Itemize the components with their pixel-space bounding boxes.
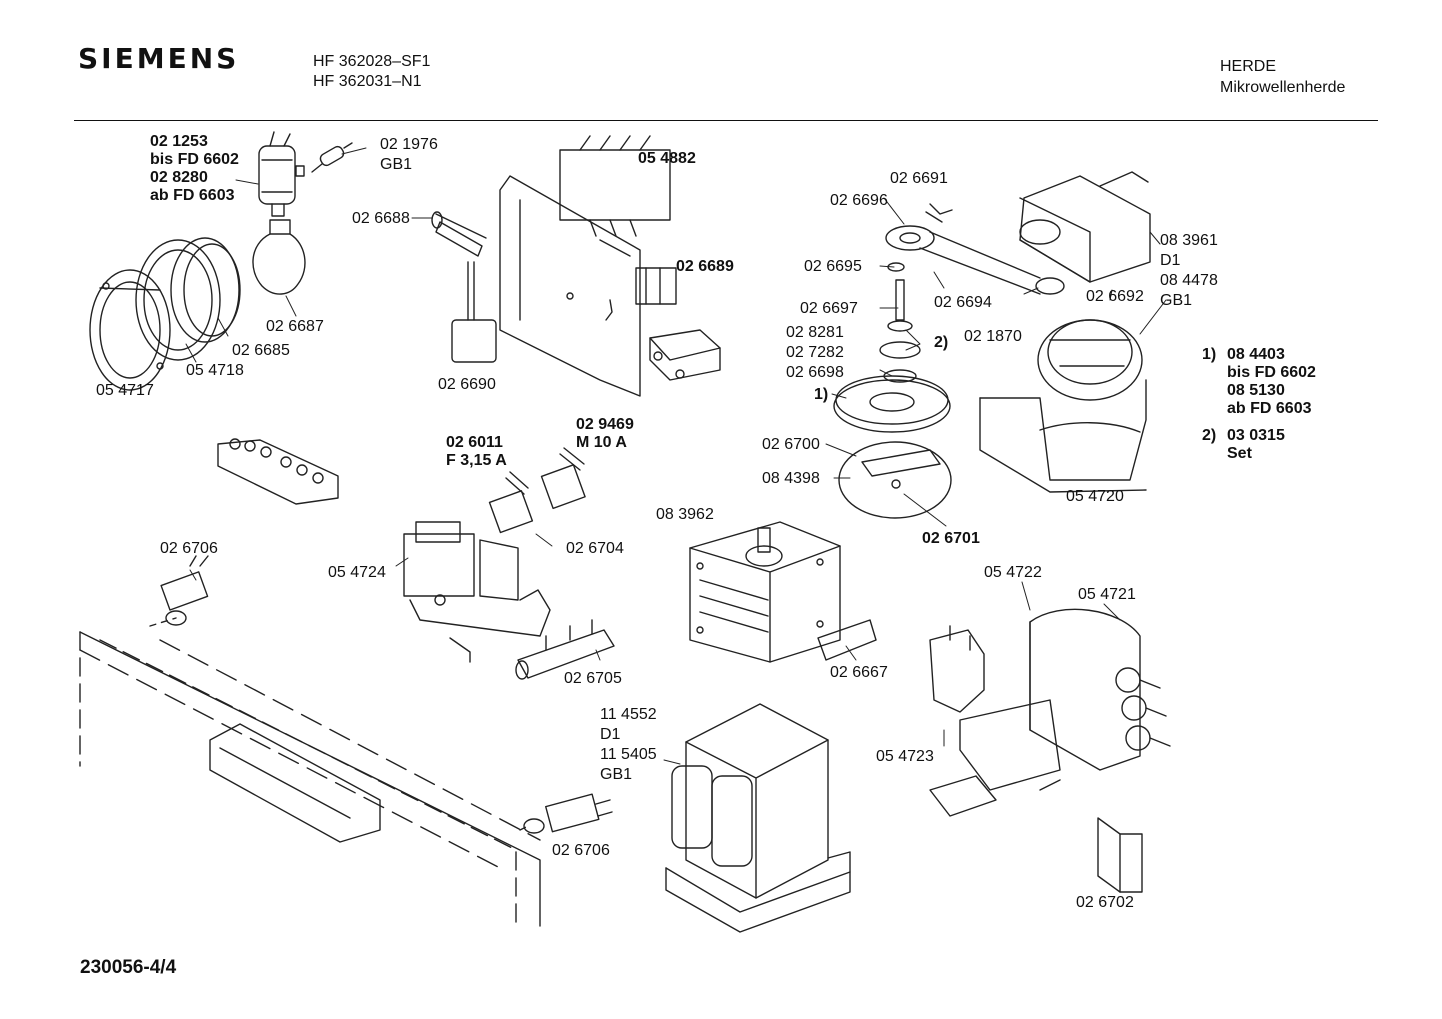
label-026698: 02 6698 xyxy=(786,364,844,381)
label-027282: 02 7282 xyxy=(786,344,844,361)
label-026692: 02 6692 xyxy=(1086,288,1144,305)
label-lamp-holder-4: ab FD 6603 xyxy=(150,187,235,204)
hv-capacitor-drawing xyxy=(1029,608,1171,771)
terminal-strip-drawing xyxy=(217,438,339,505)
label-026687: 02 6687 xyxy=(266,318,324,335)
label-054721: 05 4721 xyxy=(1078,586,1136,603)
leader-lines xyxy=(185,147,1167,765)
label-ref-2: 2) xyxy=(934,334,949,351)
belt-drive-drawing xyxy=(885,171,1151,295)
label-054718: 05 4718 xyxy=(186,362,244,379)
header-divider xyxy=(74,120,1378,121)
label-115405-gb: GB1 xyxy=(600,766,633,783)
label-084398: 08 4398 xyxy=(762,470,820,487)
label-026706-bottom: 02 6706 xyxy=(552,842,610,859)
fuse-block-drawing xyxy=(1097,817,1143,893)
label-054717: 05 4717 xyxy=(96,382,154,399)
label-054722: 05 4722 xyxy=(984,564,1042,581)
label-026704: 02 6704 xyxy=(566,540,624,557)
door-switch-top-drawing xyxy=(160,555,209,626)
relay-drawing xyxy=(403,521,551,663)
interlock-bracket-drawing xyxy=(929,625,1061,817)
product-category: HERDE Mikrowellenherde xyxy=(1220,56,1345,98)
label-083962: 08 3962 xyxy=(656,506,714,523)
label-029469-m: M 10 A xyxy=(576,434,627,451)
label-026690: 02 6690 xyxy=(438,376,496,393)
label-026691: 02 6691 xyxy=(890,170,948,187)
model-number-2: HF 362031–N1 xyxy=(313,73,422,90)
label-054720: 05 4720 xyxy=(1066,488,1124,505)
lamp-cover-drawing xyxy=(89,237,241,391)
label-026667: 02 6667 xyxy=(830,664,888,681)
model-numbers: HF 362028–SF1 HF 362031–N1 xyxy=(313,52,430,92)
brand-logo: SIEMENS xyxy=(78,42,240,75)
footnote-1-line-3: 08 5130 xyxy=(1227,382,1285,399)
label-084478: 08 4478 xyxy=(1160,272,1218,289)
model-number-1: HF 362028–SF1 xyxy=(313,53,431,70)
turntable-drawing xyxy=(833,279,952,519)
switch-block-drawing xyxy=(635,267,677,305)
label-021976-gb: GB1 xyxy=(380,156,413,173)
label-029469: 02 9469 xyxy=(576,416,634,433)
sheet-number: 230056-4/4 xyxy=(80,957,177,978)
label-026702: 02 6702 xyxy=(1076,894,1134,911)
footnote-1-marker: 1) xyxy=(1202,346,1217,363)
label-026700: 02 6700 xyxy=(762,436,820,453)
footnote-2-line-2: Set xyxy=(1227,445,1252,462)
label-026689: 02 6689 xyxy=(676,258,734,275)
label-114552: 11 4552 xyxy=(600,706,657,723)
label-026685: 02 6685 xyxy=(232,342,290,359)
tube-resistor-drawing xyxy=(515,619,615,680)
lamp-holder-drawing xyxy=(258,131,305,217)
label-026697: 02 6697 xyxy=(800,300,858,317)
label-026688: 02 6688 xyxy=(352,210,410,227)
footnote-1-line-1: 08 4403 xyxy=(1227,346,1285,363)
magnetron-drawing xyxy=(689,521,877,663)
category-title: HERDE xyxy=(1220,58,1277,75)
label-026011: 02 6011 xyxy=(446,434,503,451)
label-026011-f: F 3,15 A xyxy=(446,452,507,469)
footnote-1-line-4: ab FD 6603 xyxy=(1227,400,1312,417)
lamp-bulb-drawing xyxy=(252,219,306,295)
fan-drawing xyxy=(979,319,1147,493)
label-083961: 08 3961 xyxy=(1160,232,1218,249)
footnote-2-marker: 2) xyxy=(1202,427,1217,444)
label-026701: 02 6701 xyxy=(922,530,980,547)
transformer-drawing xyxy=(665,703,851,933)
label-028281: 02 8281 xyxy=(786,324,844,341)
label-054724: 05 4724 xyxy=(328,564,386,581)
oven-door-drawing xyxy=(79,617,541,927)
label-lamp-holder-3: 02 8280 xyxy=(150,169,208,186)
capacitor-drawing xyxy=(431,211,497,363)
label-026694: 02 6694 xyxy=(934,294,992,311)
label-026706-top: 02 6706 xyxy=(160,540,218,557)
footnote-2-line-1: 03 0315 xyxy=(1227,427,1285,444)
frame-component-drawing xyxy=(649,329,721,381)
fuse-drawing xyxy=(488,447,586,534)
label-083961-d: D1 xyxy=(1160,252,1181,269)
label-026705: 02 6705 xyxy=(564,670,622,687)
label-026696: 02 6696 xyxy=(830,192,888,209)
label-084478-gb: GB1 xyxy=(1160,292,1193,309)
resistor-drawing xyxy=(311,142,353,173)
label-ref-1: 1) xyxy=(814,386,829,403)
label-054882: 05 4882 xyxy=(638,150,696,167)
mounting-plate-drawing xyxy=(499,135,671,397)
label-021976: 02 1976 xyxy=(380,136,438,153)
category-subtitle: Mikrowellenherde xyxy=(1220,79,1346,96)
label-021870: 02 1870 xyxy=(964,328,1022,345)
label-115405: 11 5405 xyxy=(600,746,657,763)
footnote-1-line-2: bis FD 6602 xyxy=(1227,364,1316,381)
label-lamp-holder-1: 02 1253 xyxy=(150,133,208,150)
door-switch-bottom-drawing xyxy=(523,793,613,834)
label-114552-d: D1 xyxy=(600,726,621,743)
label-054723: 05 4723 xyxy=(876,748,934,765)
label-lamp-holder-2: bis FD 6602 xyxy=(150,151,239,168)
label-026695: 02 6695 xyxy=(804,258,862,275)
